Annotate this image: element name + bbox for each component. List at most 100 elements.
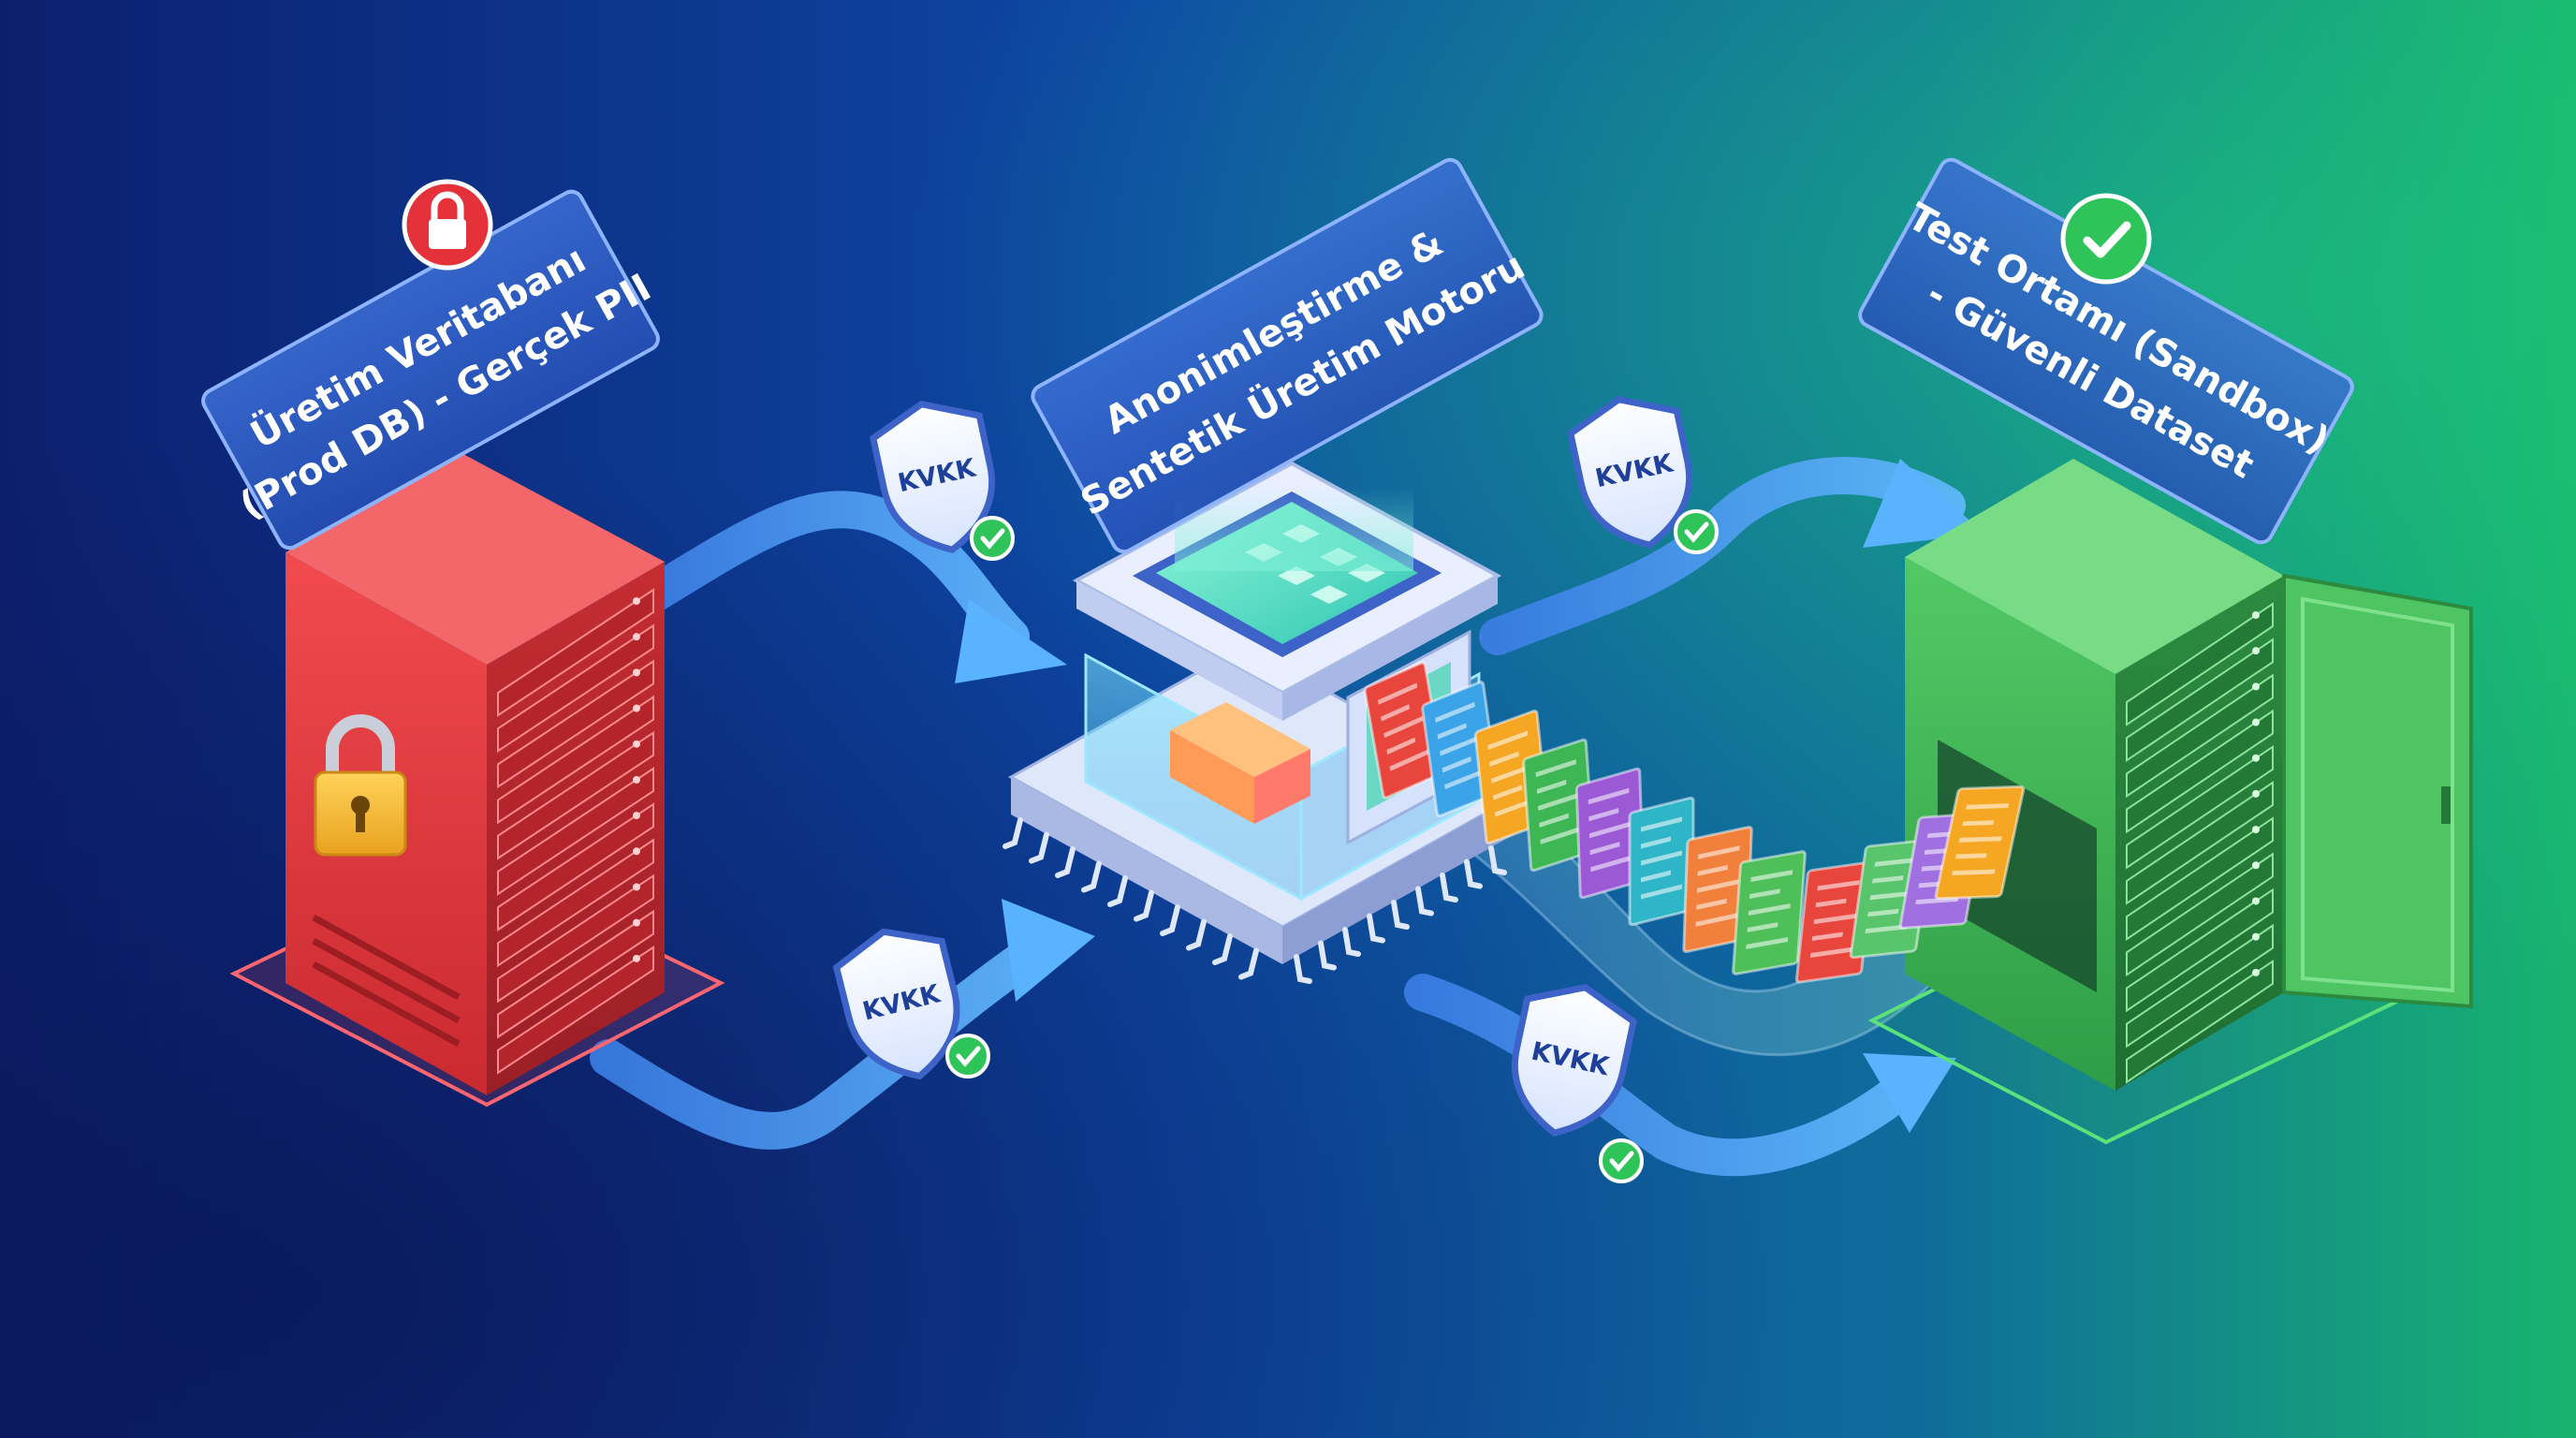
rack-led xyxy=(633,775,640,784)
rack-led xyxy=(633,704,640,712)
chip-pin xyxy=(1318,940,1337,971)
rack-slot xyxy=(497,838,654,968)
chip-pin xyxy=(1212,933,1233,965)
rack-slot xyxy=(497,767,654,896)
chip-pin xyxy=(1081,860,1102,893)
data-block xyxy=(1310,585,1348,604)
rack-led xyxy=(633,918,640,927)
chip-housing-front xyxy=(1076,580,1282,721)
rack-led xyxy=(633,812,640,820)
rack-slot xyxy=(2126,888,2274,1013)
check-icon xyxy=(945,1034,990,1078)
flow-arrow-prod-to-engine-bottom xyxy=(590,899,1095,1150)
chip-pin xyxy=(1134,889,1154,922)
rack-led xyxy=(633,954,640,962)
rack-led xyxy=(2252,789,2260,798)
chip-pin xyxy=(1160,904,1180,936)
chip-pin xyxy=(1464,858,1483,889)
rack-led xyxy=(2252,611,2260,619)
rack-slot xyxy=(2126,816,2274,941)
data-file-stream xyxy=(1363,661,2026,984)
prod-server-rack-slots xyxy=(497,588,654,1075)
lock-badge-icon xyxy=(402,179,493,271)
chip-pin xyxy=(1342,927,1361,957)
chip-pin xyxy=(1186,918,1207,951)
rack-led xyxy=(2252,647,2260,655)
rack-led xyxy=(633,633,640,641)
rack-slot xyxy=(497,730,654,860)
chip-pin xyxy=(1003,817,1023,849)
rack-led xyxy=(2252,932,2260,941)
rack-slot xyxy=(497,588,654,717)
kvkk-shield-bottom-left: KVKK xyxy=(832,928,960,1080)
prod-database-server xyxy=(229,454,725,1108)
check-icon xyxy=(1674,509,1719,554)
padlock-icon xyxy=(314,714,407,857)
rack-led xyxy=(2252,754,2260,762)
rack-led xyxy=(2252,682,2260,691)
chip-base-side xyxy=(1282,796,1516,964)
chip-pin xyxy=(1029,831,1049,864)
check-badge-icon xyxy=(2060,193,2152,285)
chip-pin xyxy=(1391,900,1410,930)
rack-led xyxy=(2252,718,2260,726)
chip-pin xyxy=(1488,845,1507,875)
rack-slot xyxy=(2126,959,2274,1084)
data-file-card xyxy=(1363,661,1445,800)
chip-pin xyxy=(1055,846,1076,878)
rack-led xyxy=(633,668,640,677)
rack-slot xyxy=(2126,923,2274,1049)
rack-led xyxy=(2252,826,2260,834)
rack-slot xyxy=(497,695,654,825)
chip-pin xyxy=(1294,954,1312,984)
flow-arrow-engine-to-test-bottom xyxy=(1404,974,1956,1177)
rack-slot xyxy=(2126,709,2274,834)
kvkk-shield-bottom-right: KVKK xyxy=(1512,983,1638,1137)
check-icon xyxy=(970,516,1015,561)
rack-slot xyxy=(497,945,654,1075)
chip-pin xyxy=(1415,886,1434,917)
chip-pin xyxy=(1238,947,1259,980)
rack-led xyxy=(2252,968,2260,976)
chip-housing-side xyxy=(1282,576,1498,721)
chip-pins xyxy=(1003,817,1507,984)
rack-slot xyxy=(2126,638,2274,763)
data-file-card xyxy=(1934,785,2026,901)
rack-led xyxy=(633,847,640,856)
kvkk-shield-top-left: KVKK xyxy=(869,400,995,553)
rack-slot xyxy=(2126,673,2274,799)
rack-led xyxy=(633,883,640,891)
rack-slot xyxy=(497,659,654,789)
data-file-card xyxy=(1628,796,1695,927)
prod-server-top xyxy=(285,454,665,665)
rack-slot xyxy=(2126,602,2274,726)
rack-led xyxy=(2252,861,2260,870)
chip-pin xyxy=(1367,913,1385,944)
chip-pin xyxy=(1440,873,1458,902)
rack-slot xyxy=(2126,744,2274,870)
data-file-card xyxy=(1732,850,1807,976)
rack-slot xyxy=(497,802,654,932)
chip-base-front xyxy=(1011,777,1282,964)
rack-slot xyxy=(497,873,654,1004)
rack-slot xyxy=(497,624,654,754)
test-server-door xyxy=(2282,573,2473,1009)
chip-core xyxy=(1170,730,1254,824)
chip-pin xyxy=(1107,875,1128,907)
rack-slot xyxy=(2126,781,2274,905)
prod-server-vents xyxy=(312,914,461,1048)
flow-arrow-prod-to-engine-top xyxy=(627,491,1067,683)
rack-led xyxy=(633,740,640,748)
rack-led xyxy=(2252,897,2260,905)
test-server-rack-slots xyxy=(2126,602,2274,1084)
data-file-card xyxy=(1574,767,1646,900)
rack-slot xyxy=(2126,852,2274,977)
chip-light-beam xyxy=(1175,487,1413,571)
test-server-top xyxy=(1905,459,2284,674)
check-icon xyxy=(1599,1138,1644,1183)
flow-arrow-engine-to-test-top xyxy=(1479,457,1984,655)
kvkk-shield-top-right: KVKK xyxy=(1566,395,1692,549)
rack-slot xyxy=(497,909,654,1039)
rack-led xyxy=(633,597,640,605)
